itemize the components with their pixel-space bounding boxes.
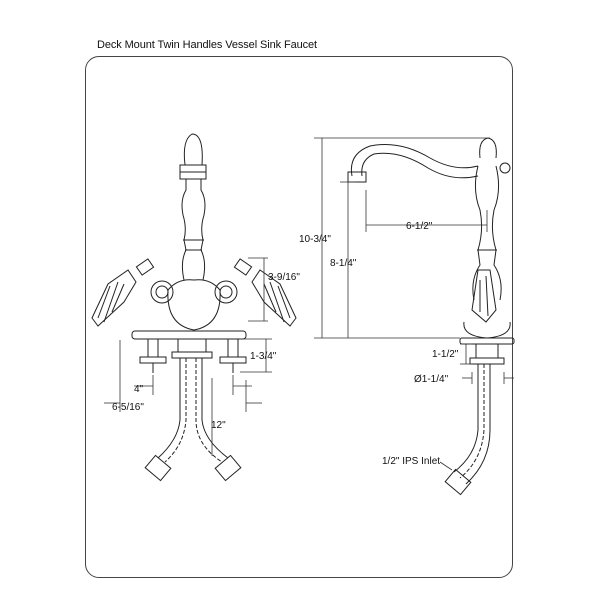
dim-handle-height: 3-9/16" <box>268 272 300 283</box>
dim-overall-height: 10-3/4" <box>299 234 331 245</box>
dim-spout-reach: 6-1/2" <box>406 221 433 232</box>
dim-overall-spacing: 6-5/16" <box>112 402 144 413</box>
dim-shank-diameter: Ø1-1/4" <box>414 374 449 385</box>
drawing-frame <box>85 56 513 578</box>
dim-inlet-label: 1/2" IPS Inlet <box>382 456 440 467</box>
dim-hose-length: 12" <box>211 420 226 431</box>
side-dimension-lines <box>314 137 514 471</box>
dim-spout-height: 8-1/4" <box>330 258 357 269</box>
side-view <box>347 137 515 496</box>
diagram-title: Deck Mount Twin Handles Vessel Sink Fauc… <box>97 39 317 51</box>
dim-center-spacing: 4" <box>134 384 144 395</box>
dim-front-shank: 1-3/4" <box>250 351 277 362</box>
front-dimension-lines <box>104 257 272 456</box>
dim-side-shank: 1-1/2" <box>432 349 459 360</box>
front-view <box>91 133 297 482</box>
